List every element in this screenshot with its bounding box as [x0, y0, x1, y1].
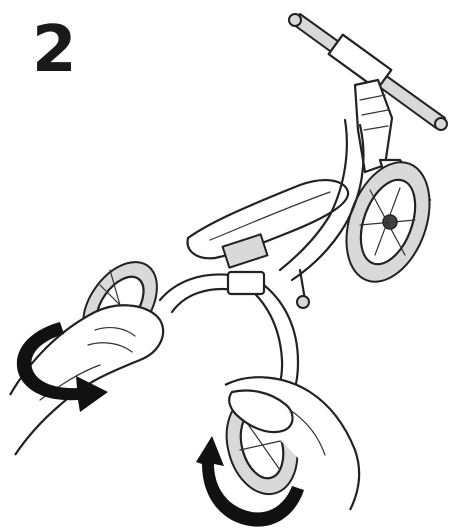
front-wheel [331, 151, 445, 294]
